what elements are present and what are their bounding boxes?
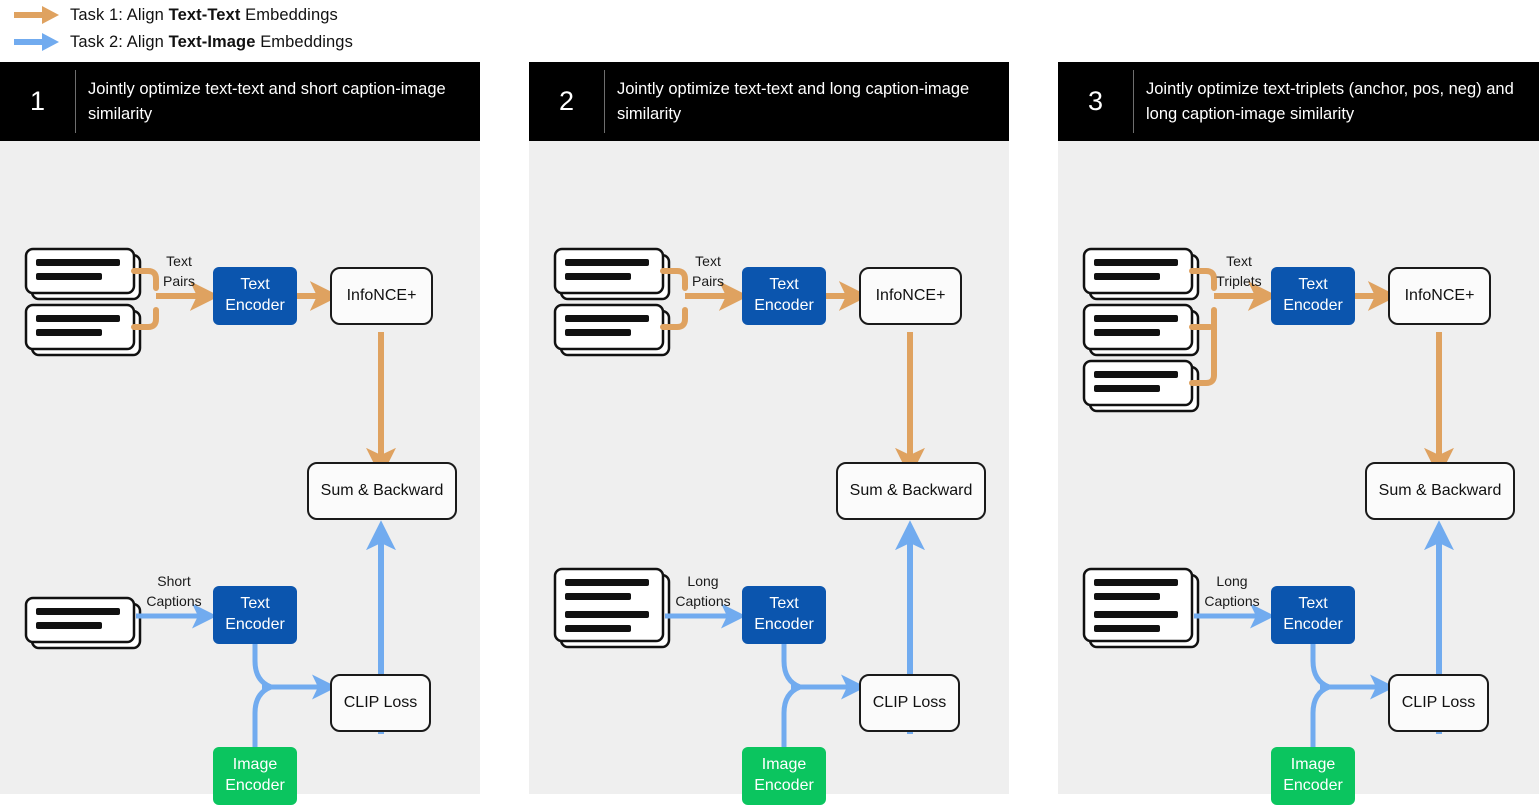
sum-backward-label: Sum & Backward <box>320 482 444 499</box>
text-encoder-line-2: Encoder <box>754 297 814 314</box>
document-stack-icon <box>1082 359 1200 413</box>
panel-2-body: Text Encoder InfoNCE+ Sum & Backward Tex… <box>529 141 1009 805</box>
legend-task2-bold: Text-Image <box>168 32 256 51</box>
sum-backward-node[interactable]: Sum & Backward <box>307 462 457 520</box>
edge-label-captions: Long Captions <box>1204 573 1260 610</box>
sum-backward-label: Sum & Backward <box>1378 482 1502 499</box>
legend-item-task2: Task 2: Align Text-Image Embeddings <box>14 30 353 54</box>
panel-2-header: 2 Jointly optimize text-text and long ca… <box>529 62 1009 141</box>
legend-item-task1: Task 1: Align Text-Text Embeddings <box>14 3 338 27</box>
text-encoder-node[interactable]: Text Encoder <box>742 267 826 325</box>
clip-loss-label: CLIP Loss <box>1401 694 1476 711</box>
infonce-label: InfoNCE+ <box>346 287 417 304</box>
clip-loss-node[interactable]: CLIP Loss <box>1388 674 1489 732</box>
document-stack-icon <box>1082 303 1200 357</box>
document-stack-icon <box>24 596 142 650</box>
document-stack-icon <box>553 247 671 301</box>
sum-backward-label: Sum & Backward <box>849 482 973 499</box>
arrow-right-icon <box>14 33 59 51</box>
legend-task1-prefix: Task 1: Align <box>70 5 169 24</box>
text-encoder-line-2: Encoder <box>1283 616 1343 633</box>
panel-3-number: 3 <box>1087 86 1104 116</box>
edge-label-text-pairs: Text Pairs <box>163 253 195 290</box>
legend-task1-suffix: Embeddings <box>240 5 338 24</box>
text-encoder-line-1: Text <box>769 276 799 294</box>
panel-3-connectors <box>1082 247 1454 776</box>
panel-1-connectors <box>24 247 396 776</box>
text-encoder-line-2: Encoder <box>225 616 285 633</box>
clip-loss-node[interactable]: CLIP Loss <box>859 674 960 732</box>
panel-1-title: Jointly optimize text-text and short cap… <box>88 79 446 123</box>
panel-1-body: Text Encoder InfoNCE+ Sum & Backward Tex… <box>0 141 480 805</box>
document-stack-icon <box>1082 567 1200 649</box>
image-encoder-node[interactable]: Image Encoder <box>213 747 297 805</box>
image-encoder-line-2: Encoder <box>1283 777 1343 794</box>
legend: Task 1: Align Text-Text Embeddings Task … <box>0 0 1539 58</box>
sum-backward-node[interactable]: Sum & Backward <box>1365 462 1515 520</box>
text-encoder-node[interactable]: Text Encoder <box>1271 267 1355 325</box>
sum-backward-node[interactable]: Sum & Backward <box>836 462 986 520</box>
edge-label-text-pairs: Text Pairs <box>692 253 724 290</box>
image-encoder-line-1: Image <box>761 756 807 774</box>
image-encoder-line-2: Encoder <box>754 777 814 794</box>
panel-2-connectors <box>553 247 925 776</box>
infonce-loss-node[interactable]: InfoNCE+ <box>330 267 433 325</box>
infonce-loss-node[interactable]: InfoNCE+ <box>1388 267 1491 325</box>
edge-label-captions: Long Captions <box>675 573 731 610</box>
panel-3-header: 3 Jointly optimize text-triplets (anchor… <box>1058 62 1539 141</box>
infonce-loss-node[interactable]: InfoNCE+ <box>859 267 962 325</box>
panel-2-title: Jointly optimize text-text and long capt… <box>617 79 970 123</box>
document-stack-icon <box>553 303 671 357</box>
document-stack-icon <box>1082 247 1200 301</box>
panel-3: 3 Jointly optimize text-triplets (anchor… <box>1058 62 1539 805</box>
document-stack-icon <box>24 247 142 301</box>
panel-2-divider <box>604 70 605 133</box>
panel-1: 1 Jointly optimize text-text and short c… <box>0 62 480 805</box>
panel-3-body: Text Encoder InfoNCE+ Sum & Backward Tex… <box>1058 141 1539 805</box>
image-encoder-node[interactable]: Image Encoder <box>742 747 826 805</box>
panel-1-header: 1 Jointly optimize text-text and short c… <box>0 62 480 141</box>
edge-label-captions: Short Captions <box>146 573 202 610</box>
arrow-right-icon <box>14 6 59 24</box>
image-encoder-node[interactable]: Image Encoder <box>1271 747 1355 805</box>
panel-1-number: 1 <box>29 86 46 116</box>
legend-task2-suffix: Embeddings <box>255 32 353 51</box>
image-encoder-line-1: Image <box>232 756 278 774</box>
text-encoder-line-1: Text <box>1298 595 1328 613</box>
document-stack-icon <box>24 303 142 357</box>
clip-loss-label: CLIP Loss <box>343 694 418 711</box>
legend-task2-prefix: Task 2: Align <box>70 32 169 51</box>
clip-loss-label: CLIP Loss <box>872 694 947 711</box>
edge-label-text-triplets: Text Triplets <box>1216 253 1262 290</box>
image-encoder-line-1: Image <box>1290 756 1336 774</box>
panel-3-title: Jointly optimize text-triplets (anchor, … <box>1146 79 1514 123</box>
infonce-label: InfoNCE+ <box>875 287 946 304</box>
clip-loss-node[interactable]: CLIP Loss <box>330 674 431 732</box>
panel-1-divider <box>75 70 76 133</box>
text-encoder-line-2: Encoder <box>225 297 285 314</box>
text-encoder-line-1: Text <box>240 276 270 294</box>
panel-2: 2 Jointly optimize text-text and long ca… <box>529 62 1009 805</box>
legend-label-task1: Task 1: Align Text-Text Embeddings <box>70 6 338 25</box>
panel-3-divider <box>1133 70 1134 133</box>
text-encoder-line-2: Encoder <box>754 616 814 633</box>
text-encoder-node[interactable]: Text Encoder <box>213 267 297 325</box>
infonce-label: InfoNCE+ <box>1404 287 1475 304</box>
legend-label-task2: Task 2: Align Text-Image Embeddings <box>70 33 353 52</box>
text-encoder-line-2: Encoder <box>1283 297 1343 314</box>
legend-task1-bold: Text-Text <box>168 5 241 24</box>
text-encoder-node[interactable]: Text Encoder <box>742 586 826 644</box>
text-encoder-line-1: Text <box>240 595 270 613</box>
text-encoder-node[interactable]: Text Encoder <box>213 586 297 644</box>
document-stack-icon <box>553 567 671 649</box>
text-encoder-line-1: Text <box>769 595 799 613</box>
image-encoder-line-2: Encoder <box>225 777 285 794</box>
text-encoder-line-1: Text <box>1298 276 1328 294</box>
text-encoder-node[interactable]: Text Encoder <box>1271 586 1355 644</box>
panel-2-number: 2 <box>558 86 575 116</box>
